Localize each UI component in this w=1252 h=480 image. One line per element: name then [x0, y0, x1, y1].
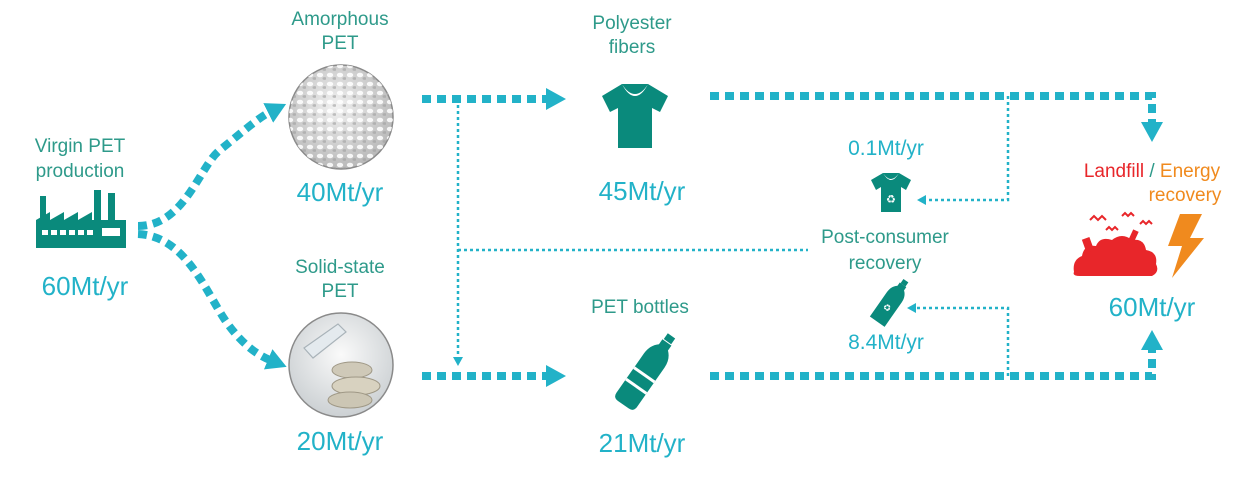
bottle-icon — [615, 333, 676, 410]
flow-fibers-to-recovery — [917, 96, 1010, 205]
recovery-label-line1: Post-consumer — [821, 227, 949, 248]
preform-photo — [288, 312, 394, 418]
flow-virgin-to-amorphous — [137, 103, 287, 230]
landfill-icon — [1073, 211, 1158, 276]
fibers-label-line2: fibers — [608, 37, 656, 58]
fibers-label-line1: Polyester — [592, 13, 672, 34]
landfill-label: Landfill — [1083, 161, 1145, 182]
factory-icon — [36, 190, 126, 248]
recycled-tshirt-icon: ♻ — [871, 173, 911, 212]
amorphous-label-line1: Amorphous — [291, 9, 389, 30]
bottles-value: 21Mt/yr — [598, 428, 686, 458]
flow-bottles-to-recovery — [907, 303, 1010, 376]
bottles-label: PET bottles — [591, 297, 689, 318]
amorphous-value: 40Mt/yr — [296, 177, 384, 207]
lightning-icon — [1168, 214, 1204, 278]
energy-label: Energy — [1159, 161, 1221, 182]
tshirt-icon — [602, 84, 668, 148]
solidstate-label-line2: PET — [321, 281, 359, 302]
endoflife-value: 60Mt/yr — [1108, 292, 1196, 322]
flow-bottles-to-landfill — [710, 330, 1163, 380]
svg-text:♻: ♻ — [886, 193, 896, 206]
solidstate-label-line1: Solid-state — [295, 257, 385, 278]
recycled-bottle-icon: ♻ — [869, 278, 909, 327]
virgin-label-line1: Virgin PET — [34, 136, 126, 157]
recovery-fiber-value: 0.1Mt/yr — [848, 137, 924, 160]
endoflife-heading: Landfill / Energy — [1062, 160, 1242, 184]
recovery-bottle-value: 8.4Mt/yr — [848, 331, 924, 354]
flow-fibers-to-landfill — [710, 92, 1163, 142]
pellets-photo — [288, 64, 394, 170]
recovery-label-line2: recovery — [848, 253, 922, 274]
separator: / — [1144, 161, 1160, 182]
solidstate-value: 20Mt/yr — [296, 426, 384, 456]
virgin-label-line2: production — [35, 161, 125, 182]
virgin-value: 60Mt/yr — [41, 271, 129, 301]
amorphous-label-line2: PET — [321, 33, 359, 54]
fibers-value: 45Mt/yr — [598, 176, 686, 206]
flow-virgin-to-solidstate — [137, 230, 287, 370]
recovery-word: recovery — [1148, 185, 1222, 206]
